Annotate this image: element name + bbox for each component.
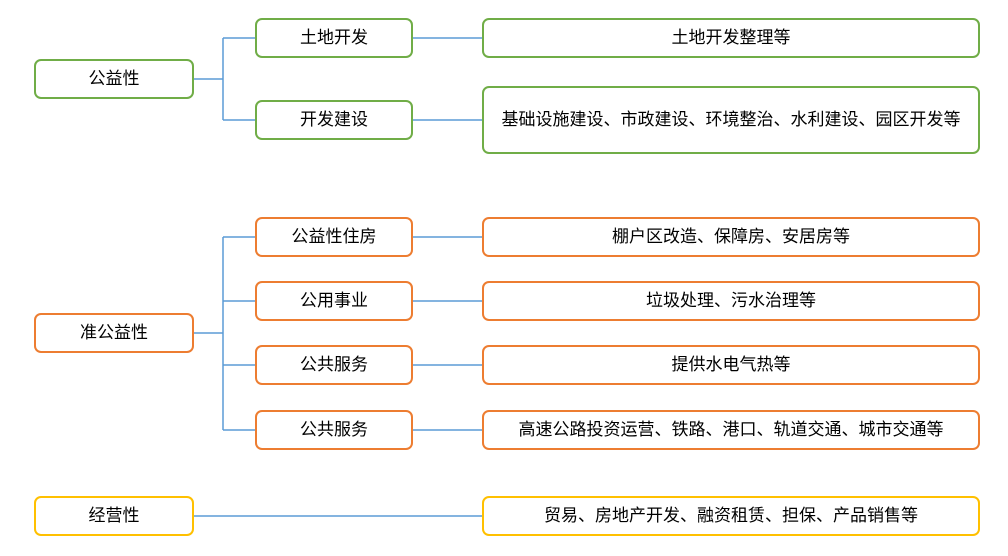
type-label: 公益性住房 [291, 227, 377, 247]
examples-label: 提供水电气热等 [671, 355, 791, 375]
examples-public-housing: 棚户区改造、保障房、安居房等 [482, 217, 980, 257]
type-public-utilities: 公用事业 [255, 281, 413, 321]
examples-public-service-1: 提供水电气热等 [482, 345, 980, 385]
category-label: 公益性 [88, 69, 140, 89]
examples-label: 高速公路投资运营、铁路、港口、轨道交通、城市交通等 [518, 420, 944, 440]
connector-group [194, 37, 482, 517]
type-public-service-2: 公共服务 [255, 410, 413, 450]
category-public-welfare: 公益性 [34, 59, 194, 99]
type-development-construction: 开发建设 [255, 100, 413, 140]
type-label: 土地开发 [300, 28, 368, 48]
category-label: 准公益性 [80, 323, 148, 343]
type-label: 公共服务 [300, 420, 368, 440]
category-label: 经营性 [88, 506, 140, 526]
examples-development-construction: 基础设施建设、市政建设、环境整治、水利建设、园区开发等 [482, 86, 980, 154]
examples-public-utilities: 垃圾处理、污水治理等 [482, 281, 980, 321]
type-label: 公用事业 [300, 291, 368, 311]
type-land-development: 土地开发 [255, 18, 413, 58]
type-label: 开发建设 [300, 110, 368, 130]
examples-land-development: 土地开发整理等 [482, 18, 980, 58]
type-public-service-1: 公共服务 [255, 345, 413, 385]
examples-public-service-2: 高速公路投资运营、铁路、港口、轨道交通、城市交通等 [482, 410, 980, 450]
examples-label: 土地开发整理等 [671, 28, 791, 48]
examples-label: 贸易、房地产开发、融资租赁、担保、产品销售等 [544, 506, 918, 526]
category-commercial: 经营性 [34, 496, 194, 536]
examples-label: 垃圾处理、污水治理等 [646, 291, 816, 311]
examples-commercial: 贸易、房地产开发、融资租赁、担保、产品销售等 [482, 496, 980, 536]
type-public-housing: 公益性住房 [255, 217, 413, 257]
examples-label: 基础设施建设、市政建设、环境整治、水利建设、园区开发等 [501, 110, 961, 130]
category-quasi-public-welfare: 准公益性 [34, 313, 194, 353]
examples-label: 棚户区改造、保障房、安居房等 [612, 227, 850, 247]
type-label: 公共服务 [300, 355, 368, 375]
